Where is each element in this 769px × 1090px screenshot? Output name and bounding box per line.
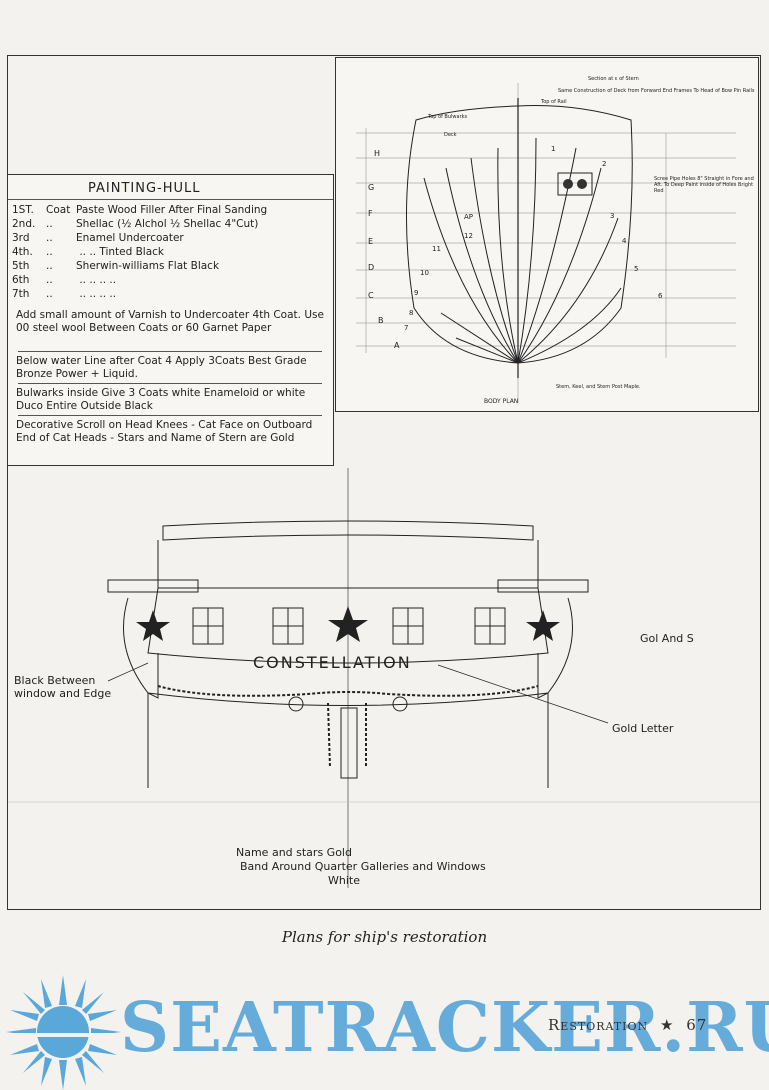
body-plan-panel: H G F E D C B A 1 2 3 4 5 6 7 8 9 10 11 …: [335, 57, 759, 412]
coat-num: 1ST.: [12, 204, 34, 216]
note-divider: [18, 351, 322, 352]
waterline-label: G: [368, 183, 374, 192]
painting-hull-title: PAINTING-HULL: [88, 181, 201, 196]
title-rule: [8, 199, 333, 200]
coat-desc: .. .. .. ..: [76, 288, 117, 300]
frame-number: 8: [409, 309, 413, 317]
coat-row: 6th.. .. .. .. ..: [12, 274, 116, 286]
coat-desc: .. .. Tinted Black: [76, 246, 165, 258]
plate-frame: [7, 55, 761, 910]
frame-number: 2: [602, 160, 606, 168]
frame-number: 12: [464, 232, 473, 240]
top-of-rail-label: Top of Rail: [540, 99, 567, 105]
coat-row: 4th... .. .. Tinted Black: [12, 246, 164, 258]
waterline-label: H: [374, 149, 380, 158]
coat-label: ..: [46, 288, 53, 300]
star-icon: [526, 610, 560, 641]
gold-letter-label: Gold Letter: [612, 722, 674, 735]
coat-row: 1ST. Coat Paste Wood Filler After Final Sa…: [12, 204, 267, 216]
deck-label: Deck: [444, 132, 457, 138]
ship-name: CONSTELLATION: [253, 653, 412, 672]
waterline-label: C: [368, 291, 374, 300]
section-note: Section at ε of Stern: [588, 76, 639, 82]
waterline-label: B: [378, 316, 384, 325]
star-icon: ★: [659, 1016, 675, 1034]
ap-label: AP: [464, 213, 473, 221]
coat-num: 3rd: [12, 232, 30, 244]
coat-num: 5th: [12, 260, 30, 272]
frame-number: 4: [622, 237, 627, 245]
sun-logo-icon: [6, 975, 121, 1090]
section-name: Restoration: [548, 1016, 649, 1034]
coat-row: 5th.. Sherwin-williams Flat Black: [12, 260, 219, 272]
paint-note: Decorative Scroll on Head Knees - Cat Fa…: [16, 419, 313, 444]
coat-label: ..: [46, 260, 53, 272]
coat-desc: Enamel Undercoater: [76, 232, 184, 244]
black-between-label: Black Between window and Edge: [14, 674, 112, 700]
painting-hull-panel: PAINTING-HULL 1ST. Coat Paste Wood Filler …: [8, 174, 334, 466]
coat-row: 3rd.. Enamel Undercoater: [12, 232, 184, 244]
note-divider: [18, 383, 322, 384]
frame-number: 6: [658, 292, 663, 300]
body-plan-title: BODY PLAN: [484, 398, 518, 405]
keel-note: Stem, Keel, and Stern Post Maple.: [556, 384, 641, 390]
figure-caption: Plans for ship's restoration: [281, 928, 488, 946]
coat-label: ..: [46, 274, 53, 286]
frame-number: 11: [432, 245, 441, 253]
coat-label: ..: [46, 232, 53, 244]
bottom-note: Name and stars Gold: [236, 846, 352, 859]
waterline-label: E: [368, 237, 373, 246]
coat-row: 2nd... Shellac (½ Alchol ½ Shellac 4"Cut): [12, 218, 258, 230]
frame-number: 10: [420, 269, 429, 277]
note-divider: [18, 415, 322, 416]
construction-note: Same Construction of Deck from Forward E…: [558, 88, 755, 94]
stern-drawing: CONSTELLATION: [8, 468, 760, 888]
coat-desc: .. .. .. ..: [76, 274, 117, 286]
coat-num: 2nd.: [12, 218, 36, 230]
top-of-bulwarks-label: Top of Bulwarks: [427, 114, 468, 120]
body-plan-drawing: H G F E D C B A 1 2 3 4 5 6 7 8 9 10 11 …: [356, 76, 755, 405]
frame-number: 7: [404, 324, 408, 332]
coat-desc: Paste Wood Filler After Final Sanding: [76, 204, 268, 216]
paint-note: Bulwarks inside Give 3 Coats white Ename…: [16, 387, 306, 412]
frame-number: 5: [634, 265, 638, 273]
waterline-label: D: [368, 263, 374, 272]
paint-note: Add small amount of Varnish to Undercoat…: [16, 309, 324, 334]
coat-row: 7th.. .. .. .. ..: [12, 288, 116, 300]
frame-number: 1: [551, 145, 555, 153]
coat-desc: Sherwin-williams Flat Black: [76, 260, 220, 272]
coat-label: Coat: [46, 204, 71, 216]
star-icon: [328, 606, 368, 642]
holes-note: Scree Pipe Holes 8" Straight in Fore and…: [654, 176, 754, 194]
gold-side-label: Gol And S: [640, 632, 694, 645]
coat-num: 4th.: [12, 246, 33, 258]
coat-desc: Shellac (½ Alchol ½ Shellac 4"Cut): [76, 218, 259, 230]
page-folio: Restoration ★ 67: [548, 1016, 707, 1034]
paint-note: Below water Line after Coat 4 Apply 3Coa…: [16, 355, 307, 380]
waterline-label: A: [394, 341, 400, 350]
coat-num: 7th: [12, 288, 30, 300]
coat-num: 6th: [12, 274, 30, 286]
page-number: 67: [686, 1016, 708, 1034]
coat-label: ..: [46, 218, 53, 230]
frame-number: 9: [414, 289, 418, 297]
waterline-label: F: [368, 209, 373, 218]
holes-note-wrap: Scree Pipe Holes 8" Straight in Fore and…: [654, 176, 754, 194]
frame-number: 3: [610, 212, 614, 220]
coat-label: ..: [46, 246, 53, 258]
star-icon: [136, 610, 170, 641]
watermark-text: SEATRACKER.RU: [120, 988, 769, 1068]
bottom-note: Band Around Quarter Galleries and Window…: [240, 860, 486, 873]
bottom-note: White: [328, 874, 360, 887]
